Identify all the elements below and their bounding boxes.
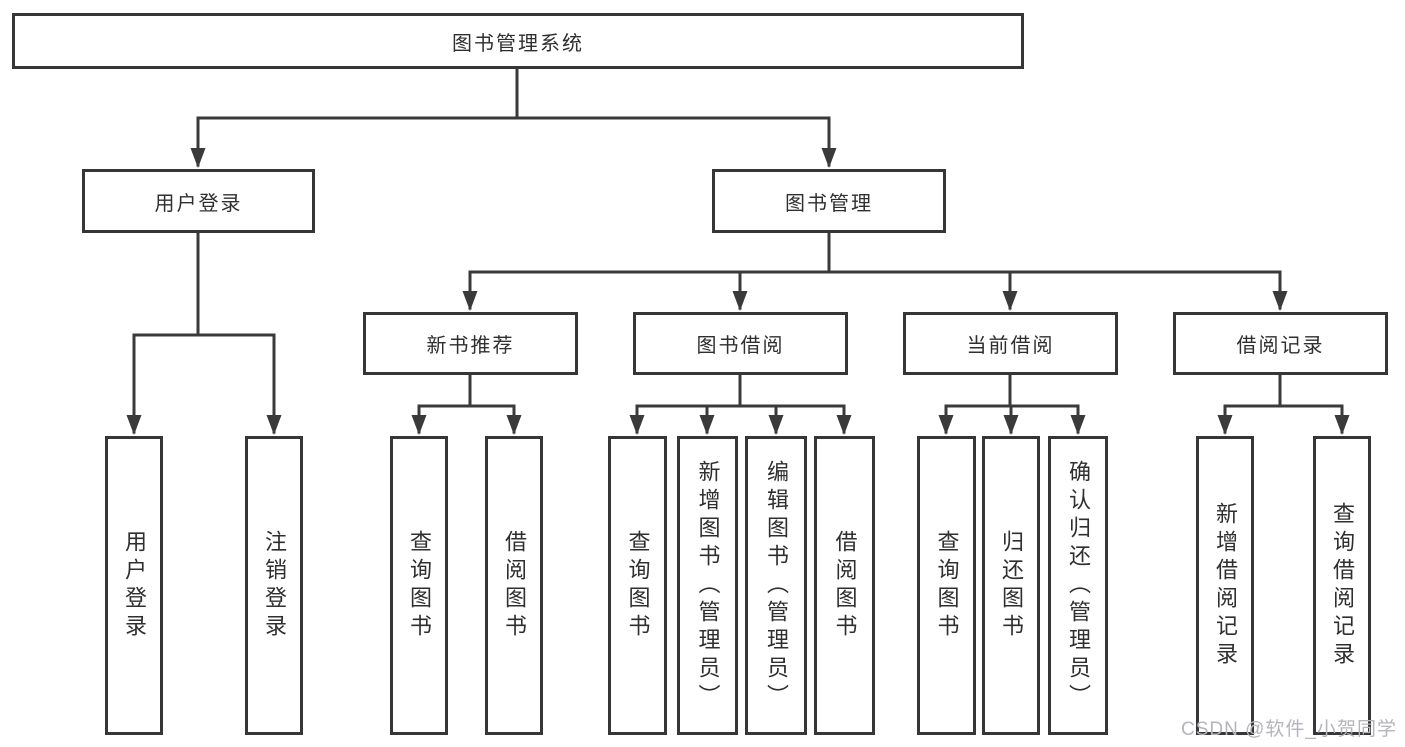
leaf-add-books-admin-label: 新增图书（管理员） <box>695 459 721 712</box>
leaf-user-login-label: 用户登录 <box>122 529 147 642</box>
leaf-edit-books-admin-label: 编辑图书（管理员） <box>764 459 789 712</box>
leaf-borrow-books-recommend-label: 借阅图书 <box>502 529 527 642</box>
leaf-return-books-label: 归还图书 <box>999 529 1024 642</box>
leaf-add-books-admin: 新增图书（管理员） <box>677 436 738 735</box>
node-user-login: 用户登录 <box>82 169 315 233</box>
leaf-borrow-books-recommend: 借阅图书 <box>485 436 543 735</box>
node-library-management-system: 图书管理系统 <box>12 13 1024 69</box>
leaf-logout: 注销登录 <box>245 436 303 735</box>
leaf-add-borrow-record-label: 新增借阅记录 <box>1213 501 1238 670</box>
node-book-management: 图书管理 <box>712 169 946 233</box>
leaf-query-books-borrowing-label: 查询图书 <box>625 529 651 642</box>
leaf-query-borrow-record-label: 查询借阅记录 <box>1330 501 1355 670</box>
leaf-query-books-current-label: 查询图书 <box>934 529 960 642</box>
node-current-borrowing: 当前借阅 <box>903 312 1118 375</box>
leaf-edit-books-admin: 编辑图书（管理员） <box>745 436 807 735</box>
leaf-query-borrow-record: 查询借阅记录 <box>1313 436 1371 735</box>
leaf-query-books-borrowing: 查询图书 <box>608 436 667 735</box>
leaf-query-books-recommend-label: 查询图书 <box>407 529 432 642</box>
node-new-book-recommendation: 新书推荐 <box>363 312 578 375</box>
leaf-query-books-recommend: 查询图书 <box>390 436 448 735</box>
leaf-query-books-current: 查询图书 <box>917 436 976 735</box>
node-book-borrowing: 图书借阅 <box>633 312 848 375</box>
leaf-borrow-books: 借阅图书 <box>814 436 875 735</box>
node-borrowing-records: 借阅记录 <box>1173 312 1388 375</box>
leaf-add-borrow-record: 新增借阅记录 <box>1196 436 1254 735</box>
leaf-borrow-books-label: 借阅图书 <box>832 529 858 642</box>
leaf-confirm-return-admin-label: 确认归还（管理员） <box>1066 459 1091 712</box>
leaf-logout-label: 注销登录 <box>262 529 287 642</box>
leaf-user-login: 用户登录 <box>105 436 163 735</box>
leaf-confirm-return-admin: 确认归还（管理员） <box>1048 436 1108 735</box>
watermark: CSDN @软件_小贺同学 <box>1181 719 1397 740</box>
leaf-return-books: 归还图书 <box>982 436 1040 735</box>
